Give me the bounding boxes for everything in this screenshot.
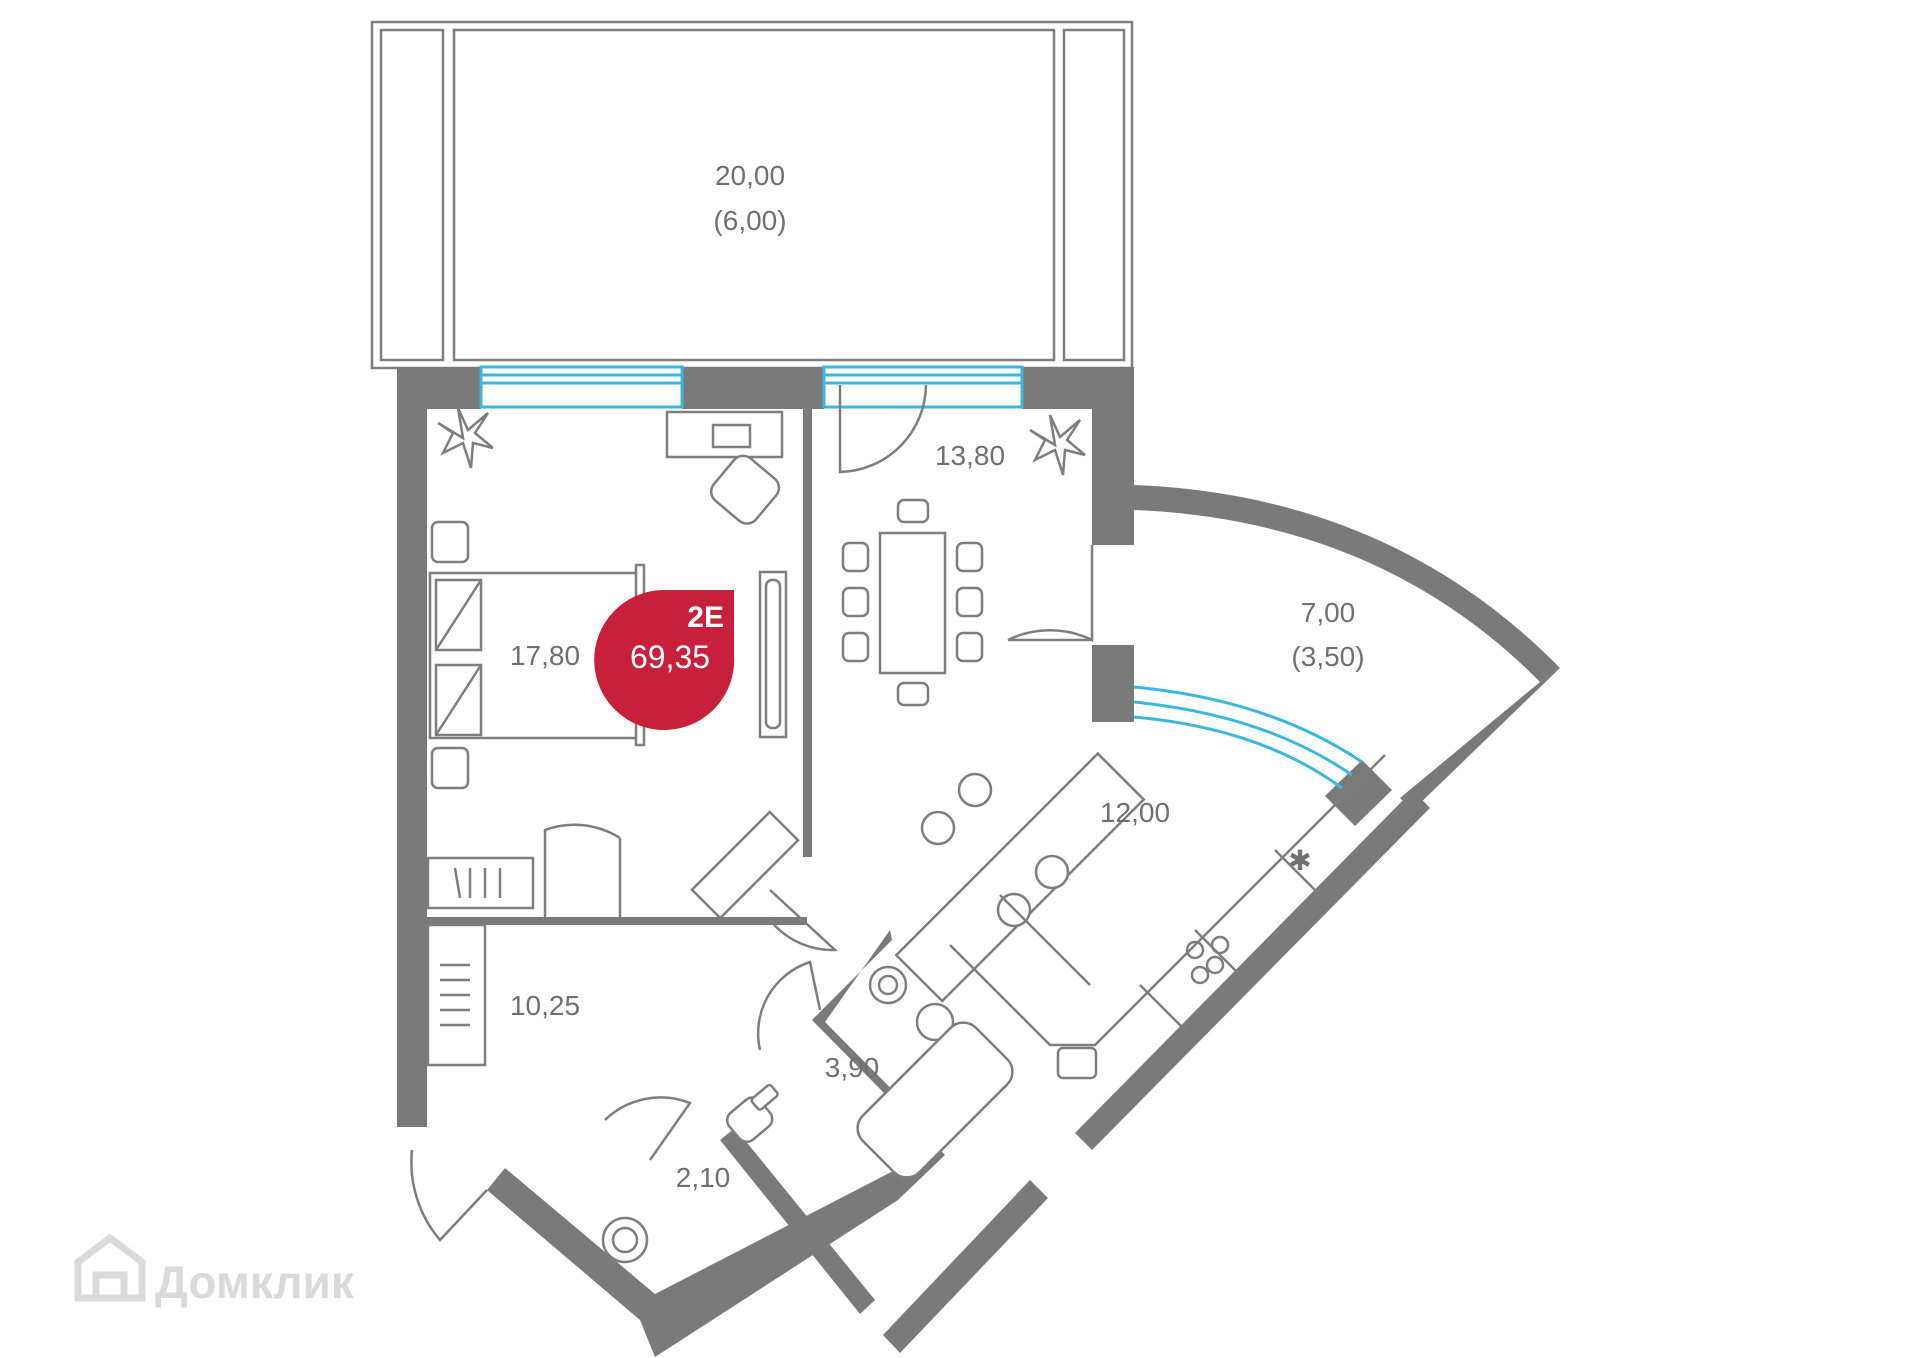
radiator-icon	[453, 867, 502, 899]
hall-area-label: 10,25	[510, 990, 580, 1021]
svg-text:✱: ✱	[1288, 845, 1311, 876]
bathroom-area-label: 3,90	[825, 1052, 880, 1083]
loggia-reduced-label: (3,50)	[1291, 641, 1364, 672]
house-logo-icon	[74, 1233, 146, 1302]
washer-icon	[868, 965, 908, 1005]
doors	[410, 384, 1094, 1242]
balcony-reduced-label: (6,00)	[713, 205, 786, 236]
balcony-area-label: 20,00	[715, 160, 785, 191]
apartment-badge: 2E 69,35	[594, 590, 735, 730]
hall-furniture	[426, 923, 487, 1067]
dining-set	[841, 498, 984, 707]
watermark-text: Домклик	[155, 1256, 355, 1308]
walls	[397, 367, 1560, 1357]
badge-shape	[594, 590, 735, 730]
apartment-total-area: 69,35	[630, 639, 710, 675]
loggia-area-label: 7,00	[1301, 597, 1356, 628]
plant-icon	[437, 407, 1086, 476]
toilet-icon	[725, 1083, 779, 1144]
kitchen-furniture: ✱	[894, 751, 1386, 1080]
bedroom-area-label: 17,80	[510, 640, 580, 671]
apartment-type: 2E	[687, 601, 724, 634]
bathroom-fixtures	[856, 965, 1014, 1179]
sink-icon	[1056, 1046, 1098, 1080]
stove-icon	[1185, 935, 1230, 985]
shoe-rack-icon	[440, 963, 470, 1027]
fridge-icon: ✱	[1288, 845, 1311, 876]
domclick-watermark: Домклик	[74, 1233, 355, 1308]
wc-area-label: 2,10	[676, 1162, 731, 1193]
kitchen-area-label: 12,00	[1100, 797, 1170, 828]
sink-icon	[601, 1216, 649, 1264]
sink-icon	[915, 1002, 955, 1042]
bathtub-icon	[856, 1021, 1014, 1179]
living-area-label: 13,80	[935, 440, 1005, 471]
windows	[479, 365, 1363, 790]
wc-fixtures	[601, 1083, 779, 1264]
balcony	[370, 20, 1134, 370]
